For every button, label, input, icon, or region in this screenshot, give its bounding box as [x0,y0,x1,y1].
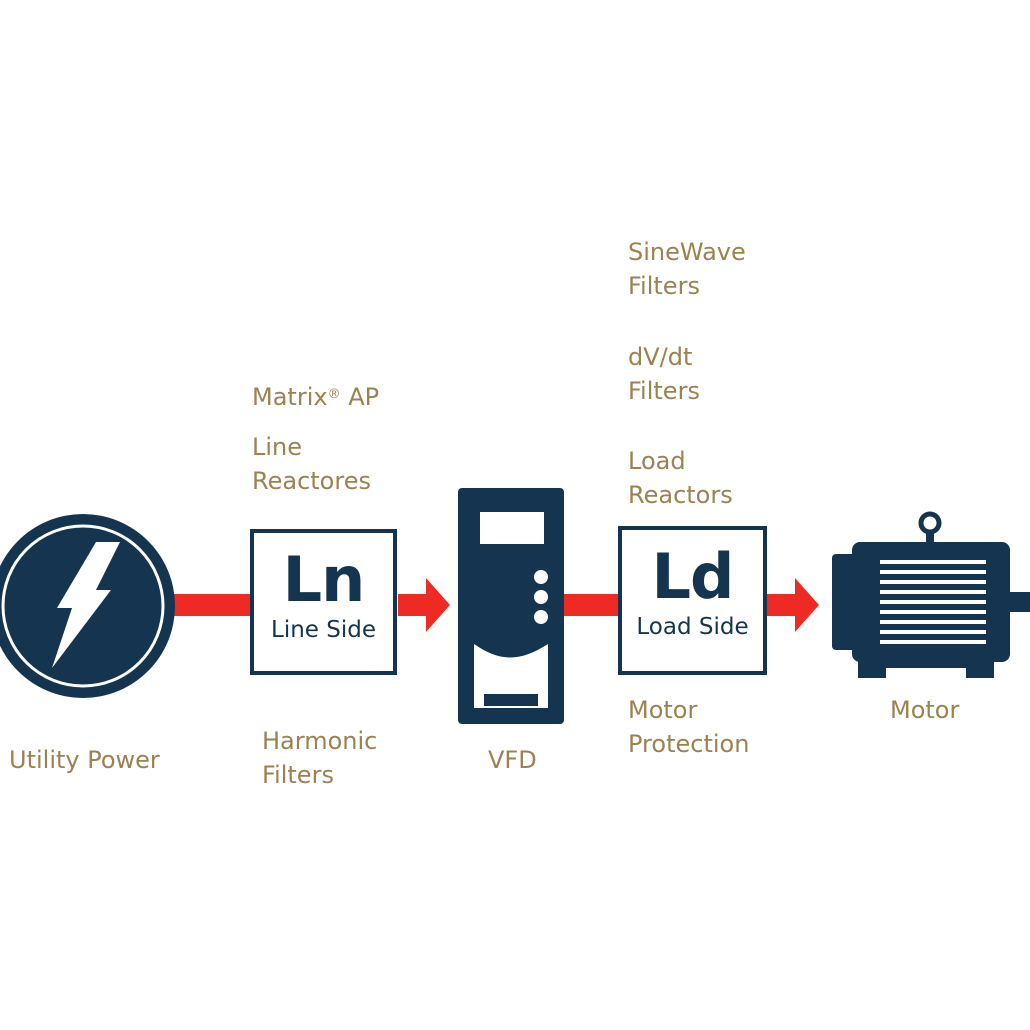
line-side-name: Line Side [271,617,376,643]
line-side-box: Ln Line Side [250,529,397,675]
load-reactors-label: Load Reactors [628,444,733,512]
vfd-drive-icon [458,488,564,724]
motor-icon [832,511,1030,678]
harmonic-filters-line-1: Harmonic [262,727,378,755]
load-side-name: Load Side [636,614,749,640]
matrix-ap-suffix: AP [340,383,380,411]
connector-vfd-to-load [560,594,620,616]
line-reactors-line-2: Reactores [252,467,371,495]
line-side-abbr: Ln [282,543,366,616]
motor-protection-line-1: Motor [628,696,698,724]
connector-utility-to-line [170,594,252,616]
registered-mark: ® [327,387,341,402]
lightning-bolt-icon [0,514,175,698]
motor-protection-label: Motor Protection [628,693,749,761]
motor-label: Motor [890,696,960,724]
sinewave-filters-line-1: SineWave [628,238,746,266]
vfd-label: VFD [488,746,537,774]
load-reactors-line-2: Reactors [628,481,733,509]
dvdt-filters-line-2: Filters [628,377,700,405]
load-side-abbr: Ld [651,540,735,613]
matrix-ap-label: Matrix® AP [252,380,379,414]
sinewave-filters-label: SineWave Filters [628,235,746,303]
line-reactors-line-1: Line [252,433,303,461]
matrix-ap-text: Matrix [252,383,328,411]
motor-protection-line-2: Protection [628,730,750,758]
harmonic-filters-label: Harmonic Filters [262,724,377,792]
load-side-box: Ld Load Side [618,526,767,675]
line-reactors-label: Line Reactores [252,430,371,498]
harmonic-filters-line-2: Filters [262,761,334,789]
utility-power-label: Utility Power [9,746,160,774]
dvdt-filters-line-1: dV/dt [628,343,693,371]
arrow-load-to-motor [765,578,819,632]
load-reactors-line-1: Load [628,447,686,475]
dvdt-filters-label: dV/dt Filters [628,340,700,408]
arrow-line-to-vfd [398,578,450,632]
sinewave-filters-line-2: Filters [628,272,700,300]
